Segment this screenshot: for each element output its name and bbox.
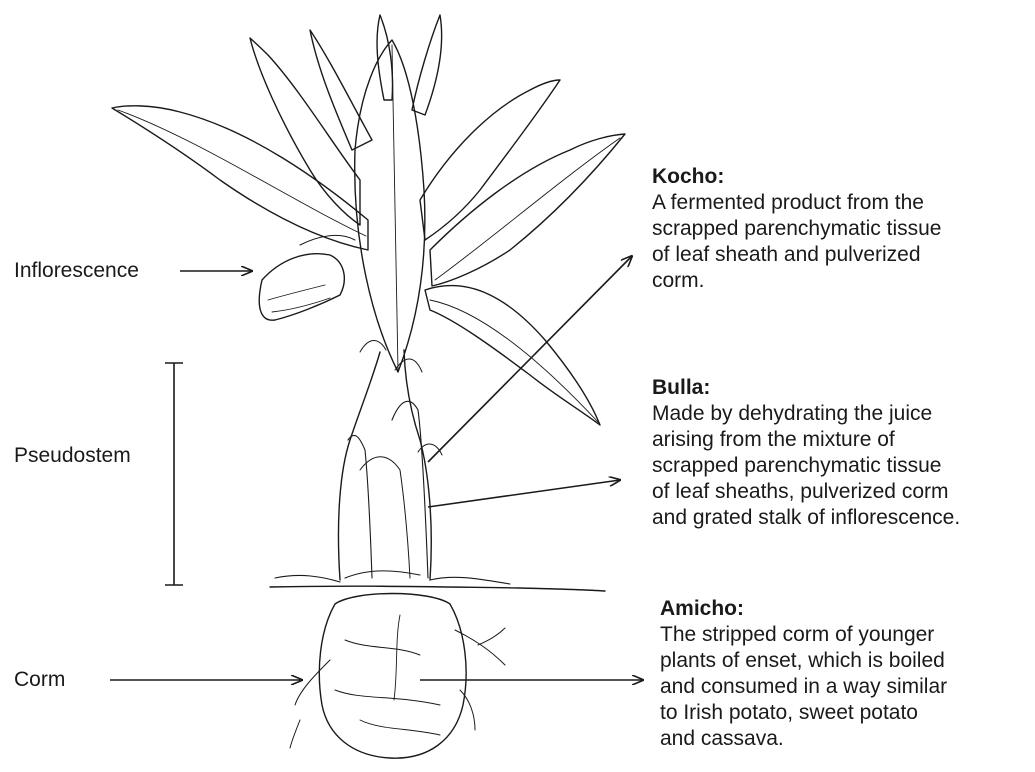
amicho-line-3: and consumed in a way similar [660, 674, 947, 700]
amicho-line-1: The stripped corm of younger [660, 622, 947, 648]
inflorescence-label: Inflorescence [14, 258, 139, 284]
kocho-title: Kocho: [652, 164, 941, 190]
ground-line [270, 586, 605, 591]
leaf-upper-center-2 [412, 15, 442, 115]
kocho-line-2: scrapped parenchymatic tissue [652, 216, 941, 242]
leaf-upper-left-1 [112, 106, 368, 250]
bulla-line-3: scrapped parenchymatic tissue [652, 453, 960, 479]
corm-shape [319, 594, 466, 759]
kocho-arrow [428, 256, 632, 462]
roots [290, 628, 505, 748]
leaf-upper-right-2 [430, 134, 625, 286]
bulla-note: Bulla: Made by dehydrating the juice ari… [652, 375, 960, 531]
amicho-title: Amicho: [660, 596, 947, 622]
kocho-note: Kocho: A fermented product from the scra… [652, 164, 941, 294]
leaf-upper-left-3 [310, 30, 372, 150]
bulla-line-2: arising from the mixture of [652, 427, 960, 453]
bulla-line-1: Made by dehydrating the juice [652, 401, 960, 427]
inflorescence-cluster [259, 254, 344, 320]
amicho-line-5: and cassava. [660, 726, 947, 752]
pseudostem-shape [338, 350, 431, 580]
amicho-line-2: plants of enset, which is boiled [660, 648, 947, 674]
kocho-line-1: A fermented product from the [652, 190, 941, 216]
leaf-upper-right-1 [420, 80, 560, 240]
kocho-line-3: of leaf sheath and pulverized [652, 242, 941, 268]
bulla-line-5: and grated stalk of inflorescence. [652, 505, 960, 531]
kocho-line-4: corm. [652, 268, 941, 294]
amicho-line-4: to Irish potato, sweet potato [660, 700, 947, 726]
amicho-note: Amicho: The stripped corm of younger pla… [660, 596, 947, 752]
corm-label: Corm [14, 667, 65, 693]
bulla-arrow [428, 480, 620, 507]
central-leaf [355, 40, 425, 372]
bulla-title: Bulla: [652, 375, 960, 401]
pseudostem-label: Pseudostem [14, 443, 131, 469]
bulla-line-4: of leaf sheaths, pulverized corm [652, 479, 960, 505]
pseudostem-bracket [165, 363, 183, 585]
